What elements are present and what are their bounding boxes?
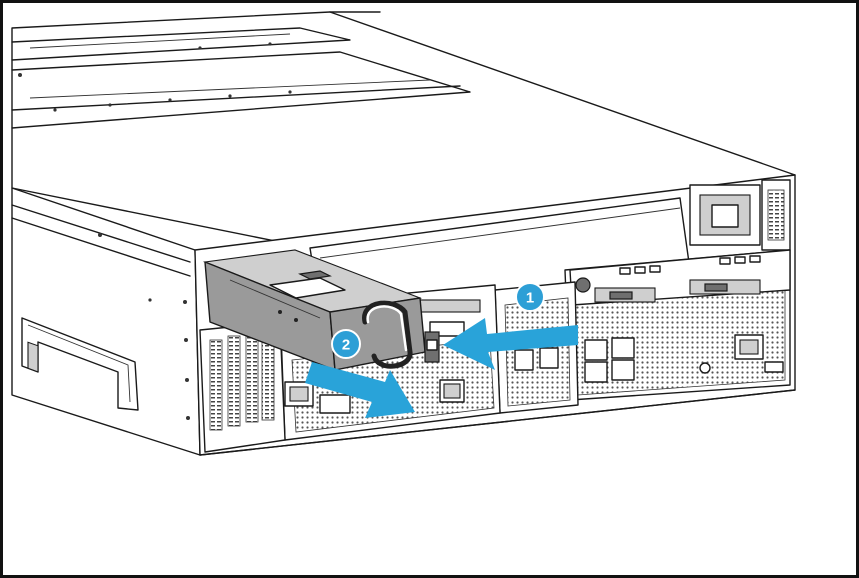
arrow-step-1: [443, 318, 578, 370]
chassis-bottom-edge: [199, 389, 796, 456]
expansion-slots: [199, 321, 286, 453]
side-handle: [21, 317, 139, 411]
controller-module-right: [564, 249, 791, 401]
chassis-left-side: [11, 187, 201, 456]
step-2-number: 2: [342, 337, 350, 354]
step-badge-1: 1: [515, 282, 545, 312]
psu-handle: [362, 300, 413, 369]
step-badge-2: 2: [331, 329, 361, 359]
power-supply-unit: [202, 249, 440, 371]
arrow-step-2: [305, 362, 415, 418]
step-1-number: 1: [526, 290, 534, 307]
